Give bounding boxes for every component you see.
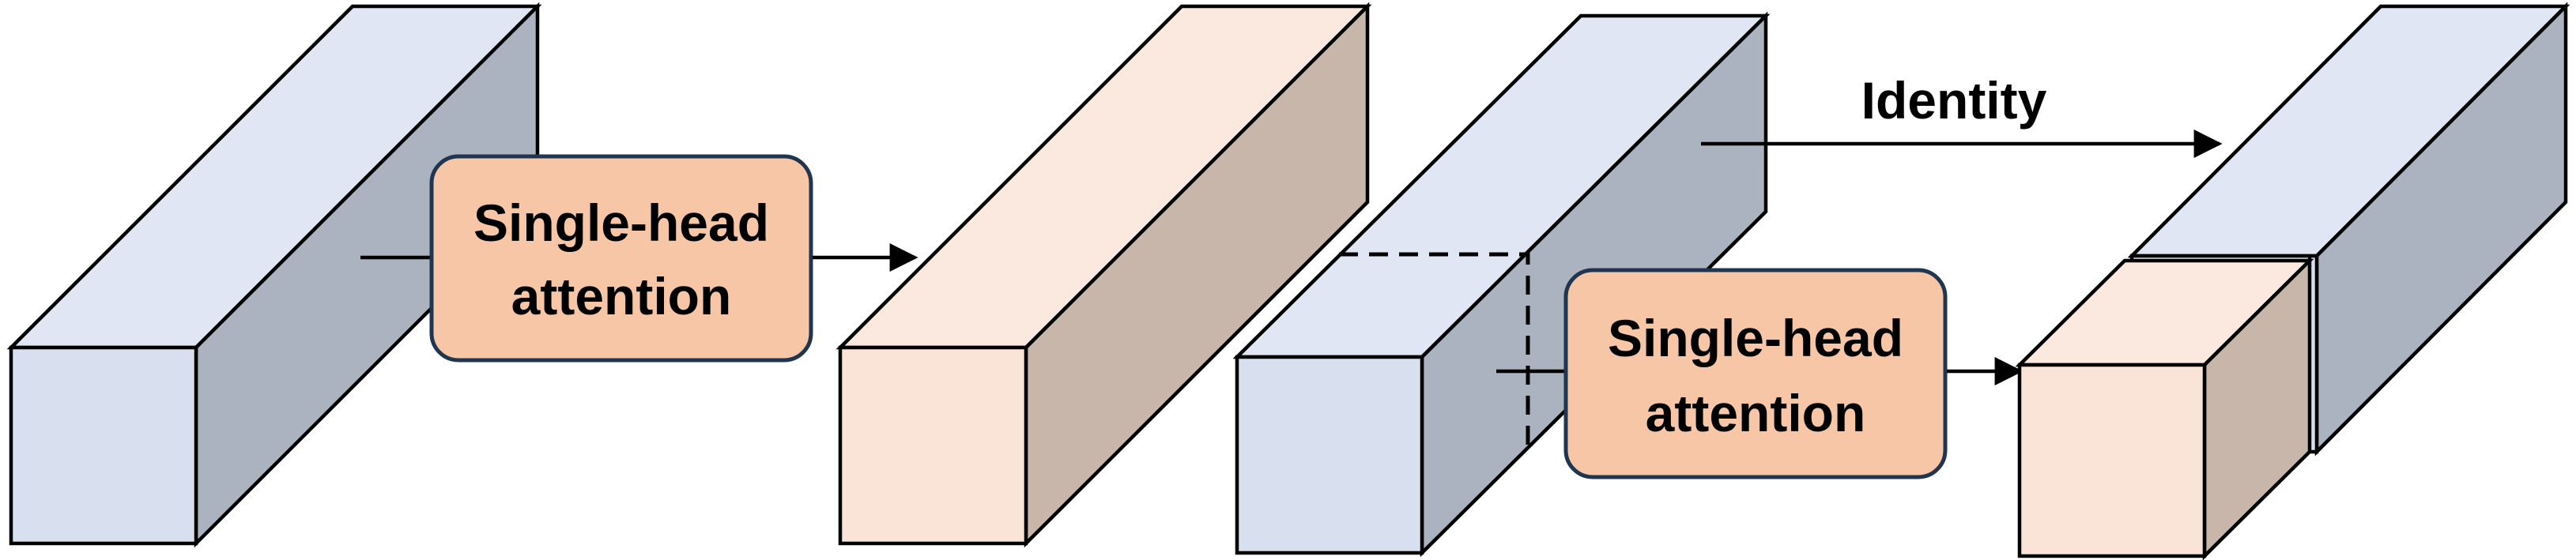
attention-box-2-background: [1563, 268, 1948, 479]
split-dashed-boundary: [1339, 252, 1530, 450]
attention-box-1-label-line-1: Single-head: [473, 194, 769, 252]
attention-box-2-label-line-2: attention: [1646, 384, 1866, 442]
attention-box-1-background: [429, 154, 813, 363]
single-head-attention-box-2: Single-head attention: [1563, 268, 1948, 479]
block-front-face: [9, 345, 198, 546]
single-head-attention-box-1: Single-head attention: [429, 154, 813, 363]
merged-output-block: [2015, 2, 2570, 560]
block-front-face: [1235, 355, 1424, 555]
attention-box-2-label-line-1: Single-head: [1608, 309, 1903, 367]
attention-part-front-face: [2017, 363, 2207, 558]
identity-label: Identity: [1861, 71, 2047, 130]
attention-output-block: [835, 2, 1372, 548]
attention-box-1-label-line-2: attention: [511, 267, 732, 325]
input-token-block: [6, 2, 542, 548]
block-front-face: [838, 345, 1028, 546]
